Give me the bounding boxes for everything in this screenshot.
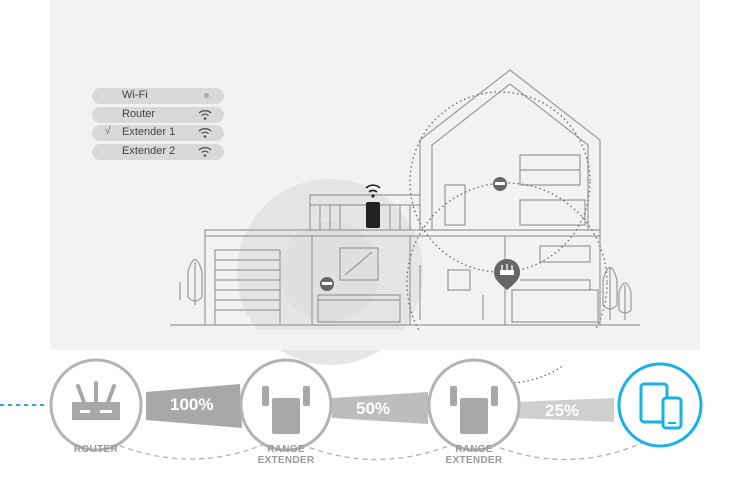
- link-strength-2: 50%: [356, 399, 391, 418]
- dot-icon: [204, 93, 209, 98]
- extender-node-1: [239, 358, 333, 452]
- wifi-item-label: Extender 1: [122, 126, 176, 138]
- router-pin-icon: [494, 259, 520, 290]
- wifi-item-label: Extender 2: [122, 144, 176, 157]
- router-node: [49, 358, 143, 452]
- link-ribbon-3: [516, 398, 614, 422]
- wifi-icon: [198, 146, 212, 157]
- link-ribbon-2: [332, 392, 428, 424]
- wifi-list-item-router[interactable]: Router: [92, 106, 224, 123]
- wifi-icon: [198, 109, 212, 120]
- house: [170, 69, 640, 326]
- arc-2: [284, 436, 471, 461]
- wifi-network-list: Wi-Fi Router √ Extender 1 Extender 2: [92, 88, 224, 162]
- caption-line-1: RANGE: [267, 444, 305, 455]
- device-marker-upper: [493, 177, 507, 191]
- wifi-list-item-extender-1[interactable]: √ Extender 1: [92, 125, 224, 141]
- caption-line-2: EXTENDER: [257, 455, 315, 466]
- extender-device: [365, 184, 381, 228]
- router-caption-text: ROUTER: [73, 444, 119, 455]
- client-devices-node: [617, 362, 703, 448]
- extender-2-caption: RANGE EXTENDER: [434, 444, 514, 466]
- caption-line-2: EXTENDER: [445, 455, 503, 466]
- caption-line-1: RANGE: [455, 444, 493, 455]
- wifi-list-item-wifi[interactable]: Wi-Fi: [92, 88, 224, 104]
- device-marker-kitchen: [320, 277, 334, 291]
- router-caption: ROUTER: [60, 444, 132, 455]
- link-ribbon-1: [146, 384, 242, 428]
- check-mark: √: [105, 126, 111, 137]
- coverage-circle-lower: [406, 182, 608, 384]
- coverage-circle-upper: [409, 91, 591, 273]
- arc-3: [474, 436, 656, 461]
- link-strength-3: 25%: [545, 401, 580, 420]
- link-strength-1: 100%: [170, 395, 214, 414]
- wifi-item-label: Wi-Fi: [122, 89, 148, 101]
- wifi-list-item-extender-2[interactable]: Extender 2: [92, 143, 224, 160]
- extender-1-caption: RANGE EXTENDER: [246, 444, 326, 466]
- wifi-icon: [198, 128, 212, 138]
- extender-node-2: [427, 358, 521, 452]
- wifi-item-label: Router: [122, 107, 156, 120]
